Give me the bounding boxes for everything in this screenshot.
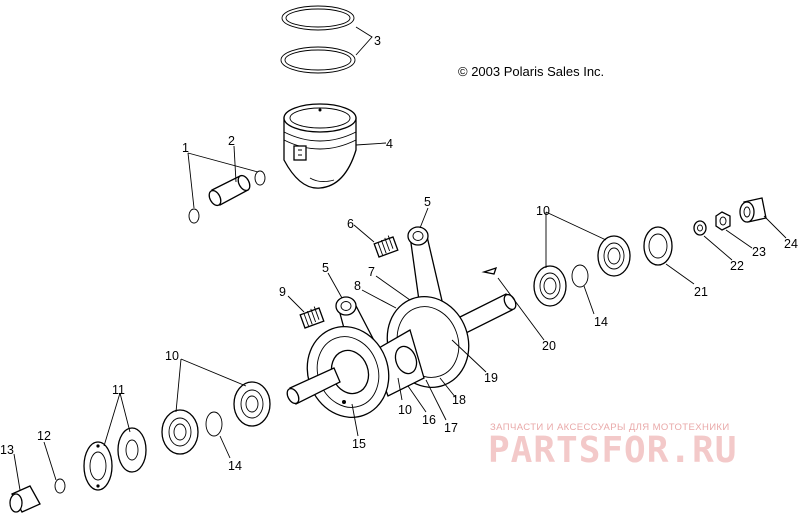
watermark-subtitle: ЗАПЧАСТИ И АКСЕССУАРЫ ДЛЯ МОТОТЕХНИКИ [490,422,730,433]
right-thrust-ring [571,264,589,288]
callout-2: 2 [228,134,235,148]
callout-10-center: 10 [398,403,412,417]
callout-12: 12 [37,429,51,443]
left-thrust-ring [205,411,223,437]
callout-numbers: 1 2 3 4 5 5 6 7 8 9 10 10 10 11 12 13 14… [0,34,798,473]
wrist-pin [208,174,251,207]
callout-19: 19 [484,371,498,385]
piston-rings [280,5,356,74]
callout-5-front: 5 [322,261,329,275]
right-oil-seal [643,226,673,266]
callout-6: 6 [347,217,354,231]
callout-20: 20 [542,339,556,353]
callout-1: 1 [182,141,189,155]
callout-21: 21 [694,285,708,299]
needle-bearing-lower [299,306,325,329]
callout-18: 18 [452,393,466,407]
end-cap [739,197,767,223]
callout-3: 3 [374,34,381,48]
nut [715,211,731,231]
callout-17: 17 [444,421,458,435]
needle-bearing-upper [373,235,399,258]
woodruff-key [481,266,498,275]
callout-16: 16 [422,413,436,427]
left-bearing-inner [233,381,271,427]
callout-14-right: 14 [594,315,608,329]
left-sleeve [9,485,41,513]
callout-22: 22 [730,259,744,273]
left-snap-ring [54,478,66,494]
circlips [188,170,266,224]
copyright-notice: © 2003 Polaris Sales Inc. [458,64,605,79]
callout-15: 15 [352,437,366,451]
callout-9: 9 [279,285,286,299]
callout-8: 8 [354,279,361,293]
left-seal-plate [117,427,147,473]
callout-4: 4 [386,137,393,151]
callout-11: 11 [112,383,125,397]
callout-14-left: 14 [228,459,242,473]
left-seal-flange [83,441,113,491]
callout-5-rear: 5 [424,195,431,209]
callout-23: 23 [752,245,766,259]
callout-13: 13 [0,443,14,457]
right-bearing-inner [533,265,567,307]
callout-24: 24 [784,237,798,251]
right-bearing-outer [597,235,631,277]
washer [693,220,707,236]
crankshaft [286,293,517,418]
callout-7: 7 [368,265,375,279]
watermark-logo: PARTSFOR.RU [488,430,738,471]
callout-10-left: 10 [165,349,179,363]
piston [283,103,357,189]
callout-10-right: 10 [536,204,550,218]
left-bearing-outer [161,409,199,455]
leader-lines [13,26,787,491]
